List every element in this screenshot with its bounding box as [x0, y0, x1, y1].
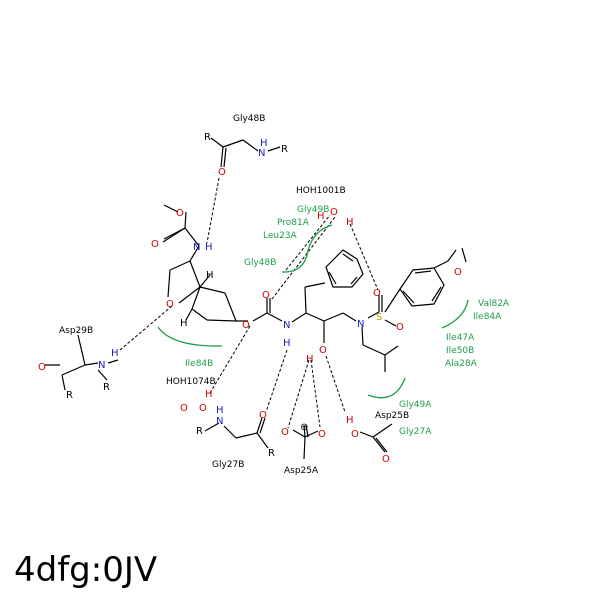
- nitrogen-atom: N: [283, 320, 290, 331]
- hydrophobic-label-gly27a: Gly27A: [399, 427, 432, 437]
- negative-charge-icon: ⊖: [300, 422, 308, 433]
- oxygen-atom: O: [259, 410, 267, 421]
- hydrophobic-label-ala28a: Ala28A: [445, 359, 478, 369]
- oxygen-atom: O: [330, 207, 338, 218]
- residue-label-hoh1001b: HOH1001B: [296, 186, 346, 196]
- hydrogen-atom: H: [346, 415, 354, 426]
- hydrophobic-label-gly49a: Gly49A: [399, 400, 432, 410]
- hydrogen-atom: H: [260, 138, 268, 149]
- residue-label-gly27b: Gly27B: [212, 460, 244, 470]
- hydrophobic-label-pro81a: Pro81A: [277, 218, 310, 228]
- hydrophobic-label-ile84b: Ile84B: [185, 359, 213, 369]
- oxygen-atom: O: [151, 239, 159, 250]
- nitrogen-atom: N: [357, 319, 364, 330]
- hydrophobic-label-ile84a: Ile84A: [473, 312, 502, 322]
- hydrophobic-arc-top: [281, 224, 333, 273]
- oxygen-atom: O: [454, 267, 462, 278]
- hydrogen-atom: H: [216, 405, 224, 416]
- oxygen-atom: O: [382, 454, 390, 465]
- hydrogen-atom: H: [306, 354, 314, 365]
- hydrophobic-label-gly49b: Gly49B: [297, 205, 329, 215]
- oxygen-atom: O: [262, 290, 270, 301]
- hydrophobic-label-gly48b: Gly48B: [244, 258, 276, 268]
- hydrophobic-arc-bottom: [367, 377, 406, 399]
- r-group: R: [66, 390, 73, 401]
- oxygen-atom: O: [180, 403, 188, 414]
- residue-label-asp25b: Asp25B: [375, 411, 409, 421]
- hydrophobic-label-val82a: Val82A: [478, 299, 510, 309]
- hydrogen-atom: H: [111, 348, 119, 359]
- oxygen-atom: O: [166, 299, 174, 310]
- r-group: R: [196, 426, 203, 437]
- hydrogen-atom: H: [205, 389, 213, 400]
- hydrophobic-label-ile50b: Ile50B: [446, 346, 474, 356]
- residue-label-asp25a: Asp25A: [284, 466, 319, 476]
- sulfur-atom: S: [376, 312, 382, 323]
- oxygen-atom: O: [38, 362, 46, 373]
- hydrophobic-arcs: [157, 224, 469, 399]
- oxygen-atom: O: [199, 403, 207, 414]
- hydrogen-atom: H: [180, 318, 188, 329]
- nitrogen-atom: N: [98, 360, 105, 371]
- r-group: R: [103, 382, 110, 393]
- hydrogen-bonds: [119, 177, 379, 429]
- oxygen-atom: O: [281, 427, 289, 438]
- atom-labels: O O O O O O O O O O O O O O O O O O O N …: [38, 132, 462, 465]
- residue-labels: Gly48B HOH1001B Asp29B HOH1074B Gly27B A…: [59, 114, 409, 476]
- oxygen-atom: O: [396, 322, 404, 333]
- residue-label-gly48b: Gly48B: [233, 114, 265, 124]
- r-group: R: [281, 144, 288, 155]
- oxygen-atom: O: [176, 208, 184, 219]
- residue-label-hoh1074b: HOH1074B: [166, 377, 216, 387]
- pdb-ligand-caption: 4dfg:0JV: [14, 550, 158, 590]
- oxygen-atom: O: [351, 429, 359, 440]
- r-group: R: [268, 448, 275, 459]
- hydrogen-atom: H: [346, 217, 354, 228]
- nitrogen-atom: N: [258, 148, 265, 159]
- hydrogen-atom: H: [206, 270, 214, 281]
- nitrogen-atom: N: [193, 242, 200, 253]
- oxygen-atom: O: [242, 320, 250, 331]
- hydrogen-atom: H: [317, 211, 325, 222]
- covalent-bonds: [45, 137, 467, 460]
- hydrophobic-arc-right: [441, 299, 469, 329]
- oxygen-atom: O: [318, 429, 326, 440]
- oxygen-atom: O: [319, 345, 327, 356]
- oxygen-atom: O: [373, 288, 381, 299]
- oxygen-atom: O: [218, 167, 226, 178]
- hydrophobic-label-leu23a: Leu23A: [263, 231, 298, 241]
- hydrophobic-labels: Gly49B Pro81A Leu23A Gly48B Val82A Ile84…: [185, 205, 510, 437]
- nitrogen-atom: N: [216, 416, 223, 427]
- residue-label-asp29b: Asp29B: [59, 326, 93, 336]
- hydrogen-atom: H: [205, 242, 213, 253]
- hydrophobic-label-ile47a: Ile47A: [446, 333, 475, 343]
- r-group: R: [204, 132, 211, 143]
- hydrophobic-arc-left: [157, 326, 223, 347]
- hydrogen-atom: H: [283, 338, 291, 349]
